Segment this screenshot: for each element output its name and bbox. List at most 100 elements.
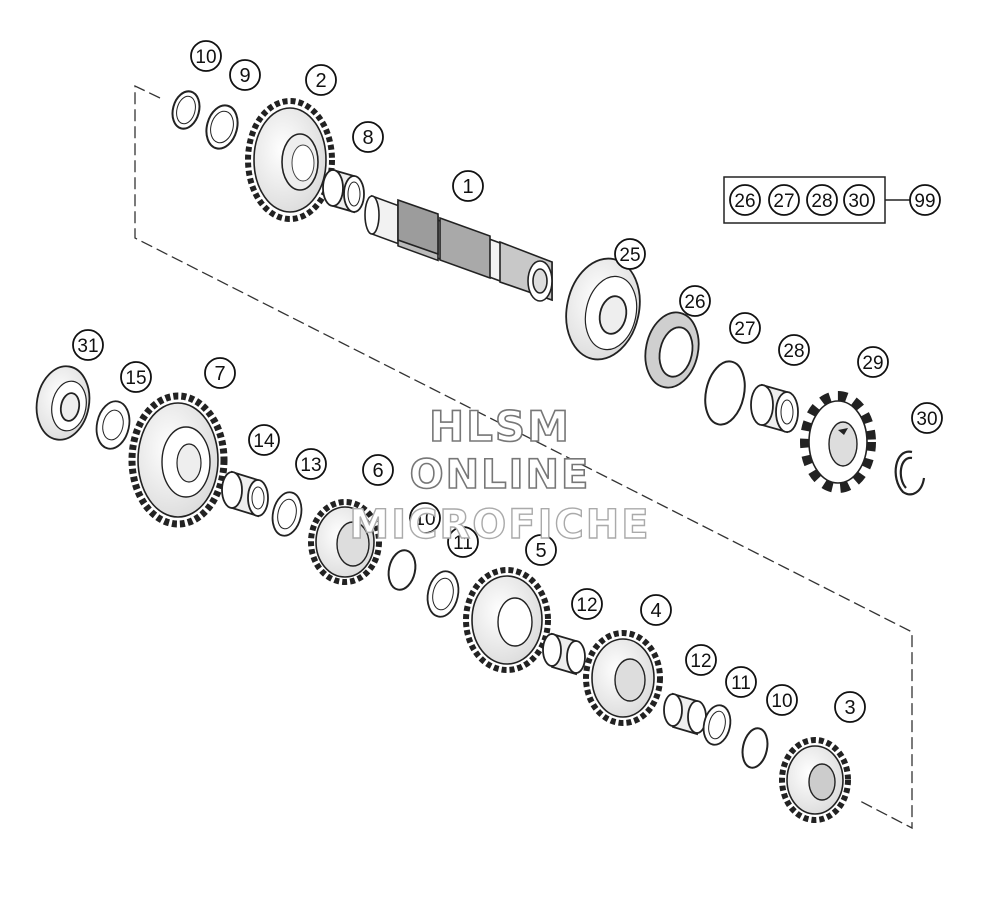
circlip-part — [894, 450, 926, 496]
part-callout-14: 14 — [248, 424, 280, 456]
part-callout-29-label: 29 — [862, 353, 883, 374]
part-callout-8-label: 8 — [362, 127, 373, 149]
part-callout-13-label: 13 — [300, 455, 321, 476]
kit-item-26: 26 — [729, 184, 761, 216]
part-callout-10-label: 10 — [195, 47, 216, 68]
kit-item-27-label: 27 — [773, 191, 794, 212]
part-callout-11-label: 11 — [731, 673, 751, 694]
part-callout-15: 15 — [120, 361, 152, 393]
part-callout-14-label: 14 — [253, 431, 275, 452]
ball-bearing-part — [565, 257, 641, 361]
part-callout-10: 10 — [190, 40, 222, 72]
main-shaft-part — [364, 194, 553, 302]
part-callout-3-circle — [834, 691, 866, 723]
part-callout-27: 27 — [729, 312, 761, 344]
kit-item-30-circle — [843, 184, 875, 216]
part-callout-6-circle — [362, 454, 394, 486]
part-callout-29: 29 — [857, 346, 889, 378]
kit-item-26-label: 26 — [734, 191, 755, 212]
part-callout-4-label: 4 — [650, 600, 661, 622]
part-callout-10: 10 — [766, 684, 798, 716]
part-callout-1-circle — [452, 170, 484, 202]
thrust-washer-part — [271, 491, 303, 537]
needle-bearing-part — [542, 632, 586, 676]
part-callout-26-circle — [679, 285, 711, 317]
part-callout-13: 13 — [295, 448, 327, 480]
circlip-part — [387, 549, 417, 591]
part-callout-7-circle — [204, 357, 236, 389]
part-callout-10: 10 — [409, 502, 441, 534]
part-callout-31-circle — [72, 329, 104, 361]
needle-bearing-part — [322, 168, 365, 214]
part-callout-28: 28 — [778, 334, 810, 366]
o-ring-part — [704, 360, 746, 426]
part-callout-7-label: 7 — [214, 363, 225, 385]
part-callout-27-circle — [729, 312, 761, 344]
part-callout-2: 2 — [305, 64, 337, 96]
thrust-washer-part — [702, 704, 732, 746]
part-callout-28-circle — [778, 334, 810, 366]
circlip-part — [741, 727, 769, 769]
thrust-washer-part — [426, 570, 460, 618]
part-callout-26-label: 26 — [684, 292, 705, 313]
part-callout-2-circle — [305, 64, 337, 96]
thrust-washer-part — [205, 104, 239, 150]
part-callout-11: 11 — [725, 666, 757, 698]
part-callout-5-circle — [525, 534, 557, 566]
kit-ref-99-circle — [909, 184, 941, 216]
part-callout-30: 30 — [911, 402, 943, 434]
part-callout-13-circle — [295, 448, 327, 480]
part-callout-10-circle — [766, 684, 798, 716]
part-callout-3-label: 3 — [844, 697, 855, 719]
part-callout-12-circle — [685, 644, 717, 676]
gear-part — [463, 567, 551, 673]
part-callout-12: 12 — [571, 588, 603, 620]
part-callout-11: 11 — [447, 526, 479, 558]
part-callout-10-circle — [190, 40, 222, 72]
shaft-seal-part — [644, 311, 700, 389]
spacer-bushing-part — [750, 383, 799, 434]
part-callout-1-label: 1 — [462, 176, 473, 198]
part-callout-12-label: 12 — [576, 595, 597, 616]
kit-item-30: 30 — [843, 184, 875, 216]
part-callout-9-label: 9 — [239, 65, 250, 87]
part-callout-10-label: 10 — [414, 509, 435, 530]
part-callout-12: 12 — [685, 644, 717, 676]
kit-ref-99-label: 99 — [914, 191, 935, 212]
part-callout-12-label: 12 — [690, 651, 711, 672]
part-callout-7: 7 — [204, 357, 236, 389]
part-callout-1: 1 — [452, 170, 484, 202]
part-callout-31: 31 — [72, 329, 104, 361]
part-callout-11-label: 11 — [453, 533, 473, 554]
part-callout-4-circle — [640, 594, 672, 626]
watermark-line-3: MICROFICHE — [349, 501, 651, 548]
kit-item-28: 28 — [806, 184, 838, 216]
part-callout-8: 8 — [352, 121, 384, 153]
kit-item-30-label: 30 — [848, 191, 869, 212]
part-callout-9: 9 — [229, 59, 261, 91]
needle-bearing-part — [221, 470, 269, 518]
gear-part — [779, 737, 851, 823]
sprocket-part — [800, 391, 876, 493]
part-callout-9-circle — [229, 59, 261, 91]
part-callout-3: 3 — [834, 691, 866, 723]
thrust-washer-part — [95, 400, 131, 450]
gear-part — [245, 98, 335, 222]
kit-item-27: 27 — [768, 184, 800, 216]
part-callout-29-circle — [857, 346, 889, 378]
part-callout-26: 26 — [679, 285, 711, 317]
assembly-boundary — [134, 84, 913, 830]
part-callout-6: 6 — [362, 454, 394, 486]
part-callout-31-label: 31 — [77, 336, 98, 357]
ball-bearing-part — [35, 365, 91, 441]
part-callout-4: 4 — [640, 594, 672, 626]
kit-item-28-circle — [806, 184, 838, 216]
kit-ref-99: 99 — [909, 184, 941, 216]
watermark-line-1: HLSM — [428, 401, 571, 452]
gear-part — [583, 630, 663, 726]
part-callout-10-label: 10 — [771, 691, 792, 712]
part-callout-15-label: 15 — [125, 368, 146, 389]
part-callout-5: 5 — [525, 534, 557, 566]
circlip-part — [171, 90, 201, 130]
